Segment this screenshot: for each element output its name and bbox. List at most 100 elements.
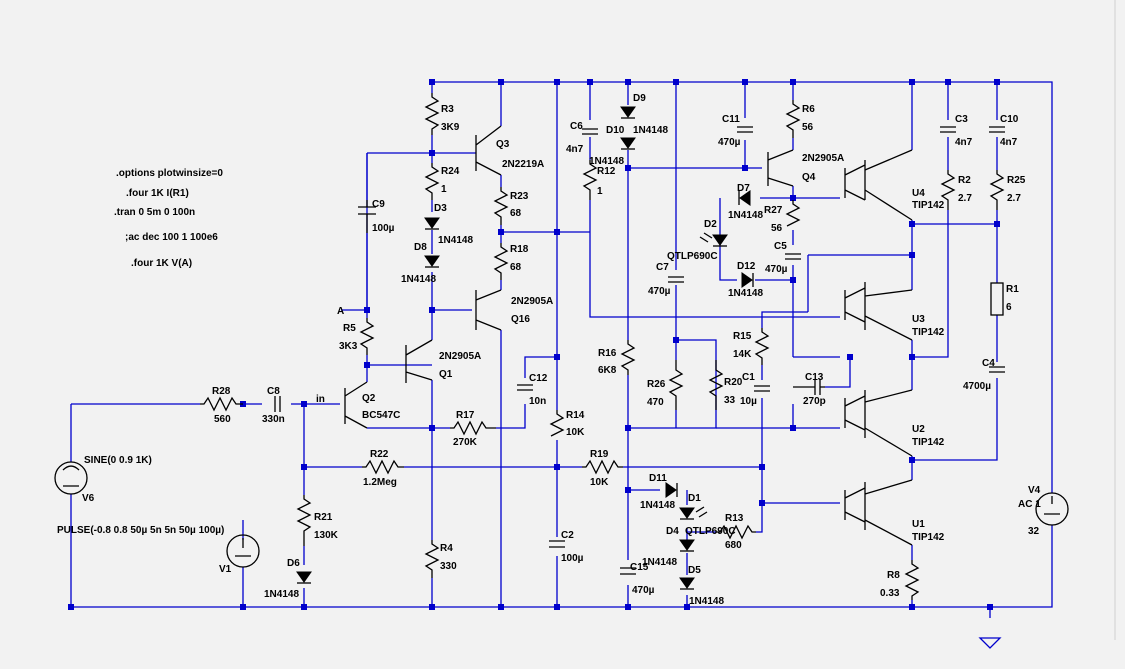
- resistor-symbols: [200, 93, 1005, 600]
- r18-ref: R18: [510, 244, 529, 255]
- r15-value: 14K: [733, 349, 752, 360]
- r4-value: 330: [440, 561, 457, 572]
- r24-value: 1: [441, 184, 447, 195]
- v1-ref: V1: [219, 564, 232, 575]
- r5-ref: R5: [343, 323, 356, 334]
- r22-ref: R22: [370, 449, 389, 460]
- r5-value: 3K3: [339, 341, 358, 352]
- r16-value: 6K8: [598, 365, 617, 376]
- d8-ref: D8: [414, 242, 427, 253]
- spice-directives: .options plotwinsize=0 .four 1K I(R1) .t…: [114, 168, 223, 269]
- capacitor-symbols: [274, 126, 1005, 575]
- r4-ref: R4: [440, 543, 453, 554]
- net-label-a: A: [337, 306, 344, 317]
- r23-value: 68: [510, 208, 522, 219]
- r22-value: 1.2Meg: [363, 477, 397, 488]
- u4-value: TIP142: [912, 200, 945, 211]
- c11-value: 470µ: [718, 137, 741, 148]
- c2-value: 100µ: [561, 553, 584, 564]
- directive-four-r1: .four 1K I(R1): [126, 188, 189, 199]
- d2-value: QTLP690C: [667, 251, 718, 262]
- r2-ref: R2: [958, 175, 971, 186]
- q3-ref: Q3: [496, 139, 510, 150]
- c10-ref: C10: [1000, 114, 1019, 125]
- transistor-symbols: [344, 125, 913, 546]
- q3-value: 2N2219A: [502, 159, 544, 170]
- r23-ref: R23: [510, 191, 529, 202]
- r17-ref: R17: [456, 410, 475, 421]
- component-labels: R3 3K9 R24 1 D3 1N4148 D8 1N4148 C9 100µ…: [57, 93, 1041, 607]
- q16-value: 2N2905A: [511, 296, 553, 307]
- c10-value: 4n7: [1000, 137, 1018, 148]
- source-symbols: [54, 461, 1069, 568]
- d7-ref: D7: [737, 183, 750, 194]
- r19-ref: R19: [590, 449, 609, 460]
- c2-ref: C2: [561, 530, 574, 541]
- d9-ref: D9: [633, 93, 646, 104]
- r19-value: 10K: [590, 477, 609, 488]
- d5-value: 1N4148: [689, 596, 724, 607]
- c3-ref: C3: [955, 114, 968, 125]
- net-labels: A in: [316, 306, 344, 405]
- r18-value: 68: [510, 262, 522, 273]
- r20-value: 33: [724, 395, 736, 406]
- c9-value: 100µ: [372, 223, 395, 234]
- d5-ref: D5: [688, 565, 701, 576]
- r26-value: 470: [647, 397, 664, 408]
- v4-type: AC 1: [1018, 499, 1041, 510]
- r25-ref: R25: [1007, 175, 1026, 186]
- r20-ref: R20: [724, 377, 743, 388]
- r6-ref: R6: [802, 104, 815, 115]
- c6-value: 4n7: [566, 144, 584, 155]
- d8-value: 1N4148: [401, 274, 436, 285]
- directive-options: .options plotwinsize=0: [116, 168, 223, 179]
- c6-ref: C6: [570, 121, 583, 132]
- c5-value: 470µ: [765, 264, 788, 275]
- c8-value: 330n: [262, 414, 285, 425]
- d1-ref: D1: [688, 493, 701, 504]
- c9-ref: C9: [372, 199, 385, 210]
- r27-value: 56: [771, 223, 783, 234]
- c12-value: 10n: [529, 396, 546, 407]
- d4-value: 1N4148: [642, 557, 677, 568]
- r6-value: 56: [802, 122, 814, 133]
- q1-value: 2N2905A: [439, 351, 481, 362]
- r21-ref: R21: [314, 512, 333, 523]
- r2-value: 2.7: [958, 193, 972, 204]
- d2-ref: D2: [704, 219, 717, 230]
- d6-value: 1N4148: [264, 589, 299, 600]
- r15-ref: R15: [733, 331, 752, 342]
- q4-value: 2N2905A: [802, 153, 844, 164]
- c7-value: 470µ: [648, 286, 671, 297]
- r25-value: 2.7: [1007, 193, 1021, 204]
- r12-ref: R12: [597, 166, 616, 177]
- v6-value: SINE(0 0.9 1K): [84, 455, 152, 466]
- c5-ref: C5: [774, 241, 787, 252]
- c13-value: 270p: [803, 396, 826, 407]
- u1-ref: U1: [912, 519, 925, 530]
- r8-ref: R8: [887, 570, 900, 581]
- q2-value: BC547C: [362, 410, 400, 421]
- r8-value: 0.33: [880, 588, 900, 599]
- r3-ref: R3: [441, 104, 454, 115]
- d4-ref: D4: [666, 526, 679, 537]
- d11-value: 1N4148: [640, 500, 675, 511]
- d12-ref: D12: [737, 261, 756, 272]
- r21-value: 130K: [314, 530, 339, 541]
- directive-four-va: .four 1K V(A): [131, 258, 192, 269]
- u2-ref: U2: [912, 424, 925, 435]
- d7-value: 1N4148: [728, 210, 763, 221]
- u1-value: TIP142: [912, 532, 945, 543]
- v6-ref: V6: [82, 493, 95, 504]
- v1-value: PULSE(-0.8 0.8 50µ 5n 5n 50µ 100µ): [57, 525, 224, 536]
- c13-ref: C13: [805, 372, 824, 383]
- r28-ref: R28: [212, 386, 231, 397]
- d3-ref: D3: [434, 203, 447, 214]
- r27-ref: R27: [764, 205, 783, 216]
- c11-ref: C11: [722, 114, 740, 125]
- r16-ref: R16: [598, 348, 617, 359]
- c1-ref: C1: [742, 372, 755, 383]
- q4-ref: Q4: [802, 172, 816, 183]
- directive-tran: .tran 0 5m 0 100n: [114, 207, 195, 218]
